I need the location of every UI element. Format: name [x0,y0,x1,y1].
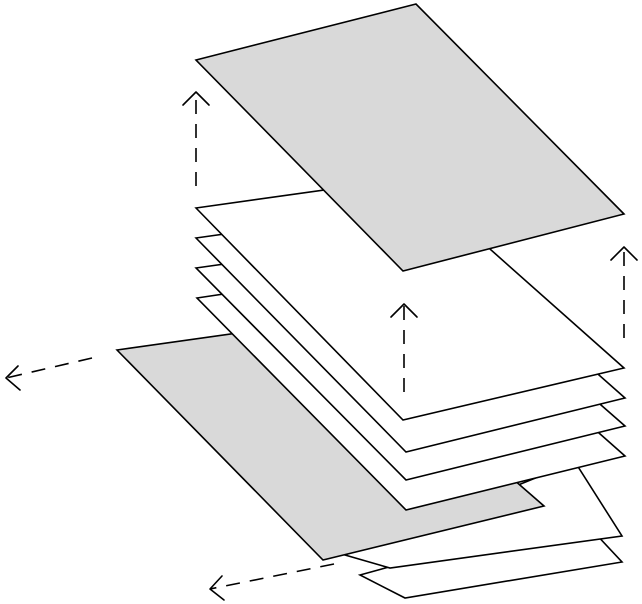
lift-arrow-left [182,91,210,186]
lifted-top-sheet [194,3,626,272]
arrow-head-left-icon [209,575,225,601]
arrow-head-up-icon [390,303,418,318]
slide-arrow-left [5,357,93,391]
lift-arrow-right [610,246,638,338]
arrow-head-left-icon [5,365,21,391]
arrow-head-up-icon [610,246,638,261]
arrow-head-up-icon [182,91,210,106]
slide-arrow-bottom [209,563,335,601]
lift-arrow-center [390,303,418,392]
